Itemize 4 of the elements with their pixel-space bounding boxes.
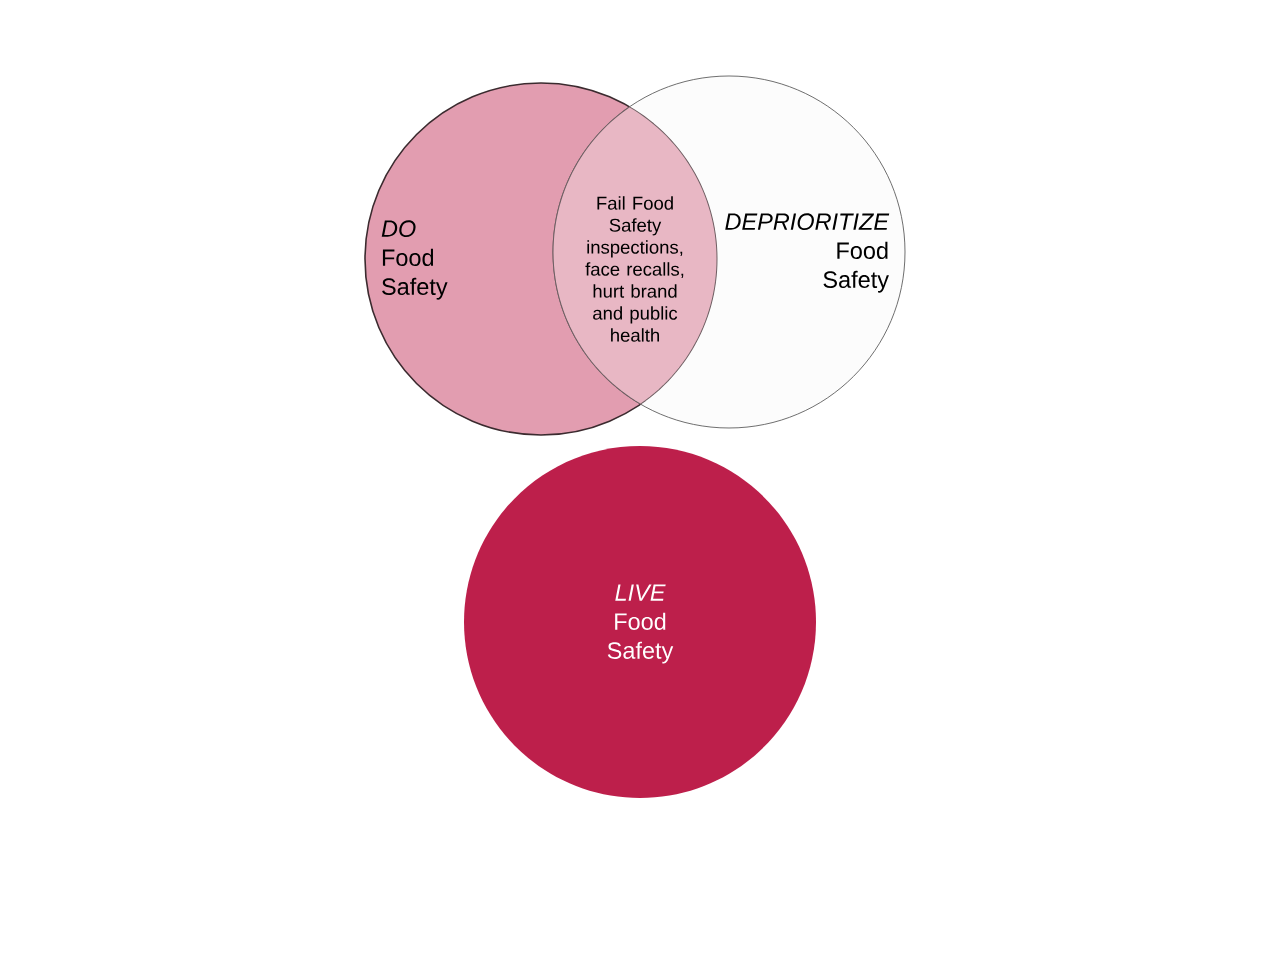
venn-label: LIVE Food Safety xyxy=(607,584,674,664)
overlap-label: Fail Food Safety inspections, face recalls, hurt brand and public health xyxy=(585,196,684,342)
venn-label: DEPRIORITIZE Food Safety xyxy=(725,213,890,293)
venn-label: DO Food Safety xyxy=(381,220,448,300)
